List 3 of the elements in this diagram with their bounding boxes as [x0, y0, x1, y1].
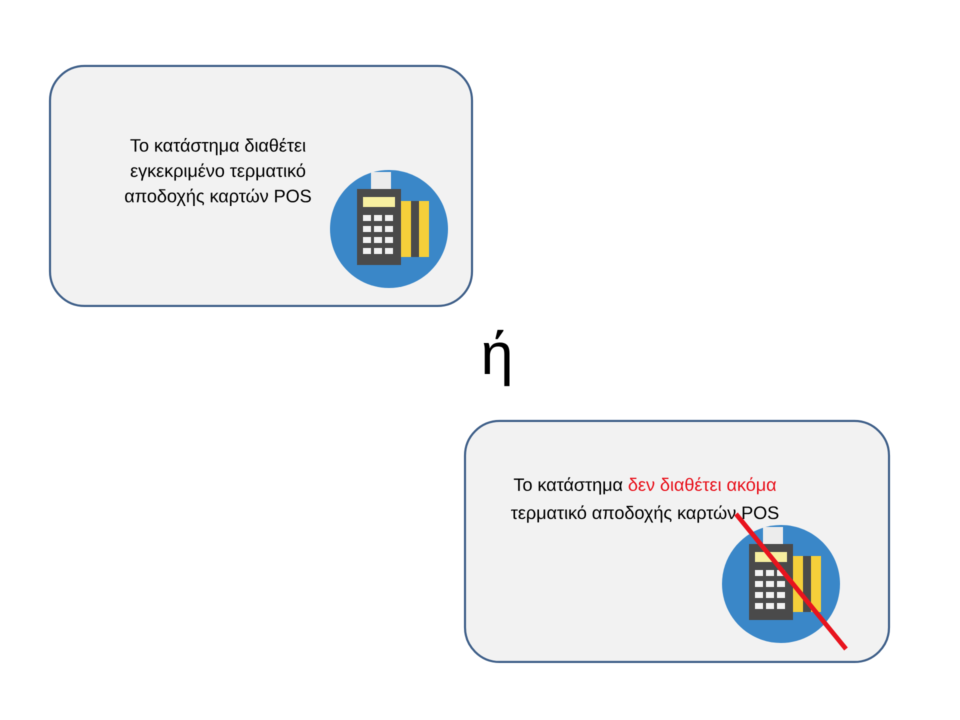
or-word: ή	[484, 330, 510, 386]
box-text: Το κατάστημα διαθέτει εγκεκριμένο τερματικό αποδοχής καρτών POS	[125, 138, 311, 206]
box-text: Το κατάστημα δεν διαθέτει ακόμα τερματικό αποδοχής καρτών POS	[511, 477, 778, 523]
